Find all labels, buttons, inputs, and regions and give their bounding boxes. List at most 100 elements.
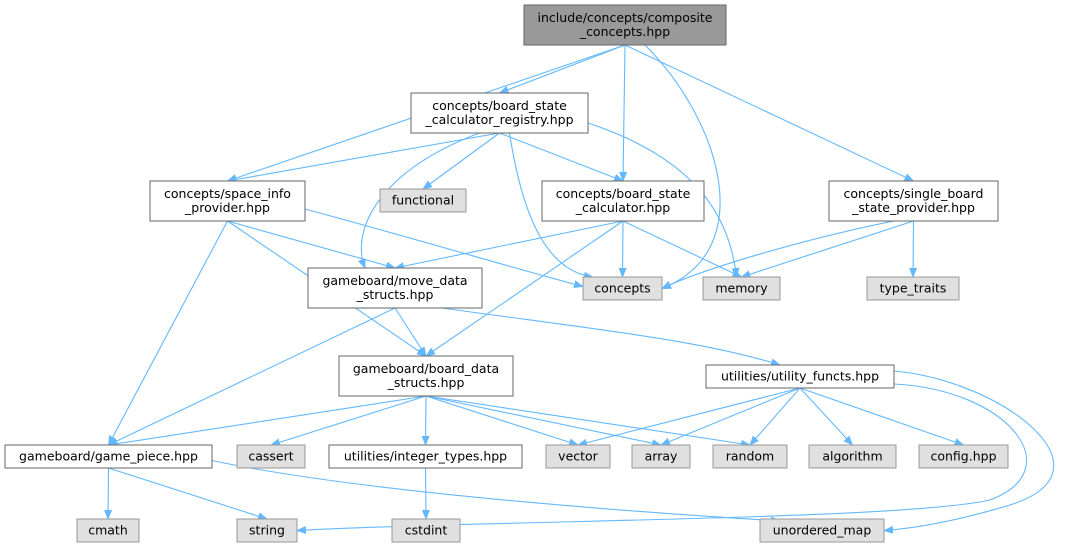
node-concepts-label-line-1: concepts <box>594 281 650 296</box>
node-bscr[interactable]: concepts/board_state_calculator_registry… <box>410 92 589 134</box>
node-bsc-label-line-1: concepts/board_state <box>556 186 691 201</box>
node-vector: vector <box>545 444 611 469</box>
node-mds-label-line-2: _structs.hpp <box>356 287 434 302</box>
edge-root-to-bscr <box>498 44 626 94</box>
edge-uf-to-string <box>296 383 1027 535</box>
node-cmath: cmath <box>76 518 140 543</box>
edge-root-to-sbsp <box>624 44 915 182</box>
node-type_traits-label-line-1: type_traits <box>880 281 947 296</box>
edge-mds-to-bds <box>394 307 427 357</box>
node-cassert-box <box>236 444 306 469</box>
node-bsc[interactable]: concepts/board_state_calculator.hpp <box>541 180 705 222</box>
node-gp[interactable]: gameboard/game_piece.hpp <box>4 444 213 469</box>
node-vector-box <box>545 444 611 469</box>
node-uf-label-line-1: utilities/utility_functs.hpp <box>721 369 879 384</box>
nodes-layer: include/concepts/composite_concepts.hppc… <box>4 4 1009 543</box>
node-gp-label-line-1: gameboard/game_piece.hpp <box>19 449 198 464</box>
node-cmath-label-line-1: cmath <box>88 523 128 538</box>
node-memory-box <box>702 276 781 301</box>
node-cmath-box <box>76 518 140 543</box>
edge-root-to-concepts <box>644 44 721 290</box>
edge-sbsp-to-type_traits <box>909 220 918 278</box>
edge-bsc-to-mds <box>394 220 624 271</box>
node-bscr-label-line-2: _calculator_registry.hpp <box>424 112 573 127</box>
node-bds[interactable]: gameboard/board_data_structs.hpp <box>338 355 514 397</box>
edge-sip-to-concepts <box>304 208 584 289</box>
node-sbsp[interactable]: concepts/single_board_state_provider.hpp <box>828 180 999 222</box>
node-bscr-label-line-1: concepts/board_state <box>432 98 567 113</box>
edge-bsc-to-memory <box>622 220 743 278</box>
edge-bscr-to-sip <box>226 132 500 184</box>
node-cstdint-label-line-1: cstdint <box>405 523 448 538</box>
node-array-label-line-1: array <box>645 449 678 464</box>
edge-bds-to-vector <box>425 395 579 447</box>
node-sip[interactable]: concepts/space_info_provider.hpp <box>149 180 306 222</box>
node-type_traits-box <box>866 276 960 301</box>
node-cstdint-box <box>391 518 461 543</box>
node-it[interactable]: utilities/integer_types.hpp <box>328 444 523 469</box>
edge-uf-to-vector <box>577 387 801 447</box>
edge-bsc-to-bds <box>425 220 624 357</box>
node-bds-label-line-1: gameboard/board_data <box>353 361 499 376</box>
node-uf[interactable]: utilities/utility_functs.hpp <box>705 364 895 389</box>
edge-sip-to-gp <box>108 220 228 446</box>
node-root-label-line-1: include/concepts/composite <box>538 10 713 25</box>
node-root[interactable]: include/concepts/composite_concepts.hpp <box>523 4 727 46</box>
node-sbsp-label-line-2: _state_provider.hpp <box>851 200 975 215</box>
edge-bsc-to-concepts <box>618 220 627 278</box>
node-bds-box <box>338 355 514 397</box>
node-algorithm-box <box>808 444 897 469</box>
edge-it-to-cstdint <box>421 467 430 520</box>
node-bscr-box <box>410 92 589 134</box>
node-bsc-box <box>541 180 705 222</box>
edge-bscr-to-bsc <box>499 132 624 182</box>
edge-uf-to-unordered_map <box>883 370 1055 534</box>
node-config: config.hpp <box>918 444 1009 469</box>
node-sip-label-line-2: _provider.hpp <box>184 200 270 215</box>
edge-sbsp-to-memory <box>740 220 914 279</box>
node-bds-label-line-2: _structs.hpp <box>387 375 465 390</box>
node-string-box <box>236 518 298 543</box>
node-bsc-label-line-2: _calculator.hpp <box>575 200 671 215</box>
edge-sip-to-mds <box>227 220 396 270</box>
node-unordered_map-label-line-1: unordered_map <box>773 523 872 538</box>
node-functional: functional <box>379 188 467 213</box>
edge-bds-to-it <box>421 395 430 446</box>
node-algorithm-label-line-1: algorithm <box>822 449 882 464</box>
node-algorithm: algorithm <box>808 444 897 469</box>
node-mds-box <box>307 267 483 309</box>
node-string-label-line-1: string <box>249 523 285 538</box>
node-string: string <box>236 518 298 543</box>
node-root-box <box>523 4 727 46</box>
node-vector-label-line-1: vector <box>558 449 599 464</box>
node-it-label-line-1: utilities/integer_types.hpp <box>344 449 507 464</box>
node-array-box <box>631 444 691 469</box>
edge-mds-to-uf <box>441 307 781 367</box>
edge-gp-to-string <box>108 467 268 521</box>
edge-gp-to-cmath <box>104 467 113 520</box>
edge-bscr-to-functional <box>422 132 500 190</box>
edge-sbsp-to-concepts <box>661 220 894 289</box>
node-cstdint: cstdint <box>391 518 461 543</box>
node-memory: memory <box>702 276 781 301</box>
node-sbsp-label-line-1: concepts/single_board <box>844 186 984 201</box>
node-mds-label-line-1: gameboard/move_data <box>322 273 467 288</box>
edge-gp-to-unordered_map <box>211 459 781 525</box>
node-type_traits: type_traits <box>866 276 960 301</box>
node-random: random <box>712 444 788 469</box>
node-random-box <box>712 444 788 469</box>
node-root-label-line-2: _concepts.hpp <box>579 24 670 39</box>
edge-bds-to-array <box>425 395 662 448</box>
node-cassert-label-line-1: cassert <box>248 449 293 464</box>
node-concepts-box <box>582 276 663 301</box>
node-sip-box <box>149 180 306 222</box>
node-sbsp-box <box>828 180 999 222</box>
edge-bds-to-gp <box>107 395 427 448</box>
edge-bds-to-random <box>425 395 751 448</box>
node-gp-box <box>4 444 213 469</box>
node-cassert: cassert <box>236 444 306 469</box>
node-mds[interactable]: gameboard/move_data_structs.hpp <box>307 267 483 309</box>
edge-uf-to-algorithm <box>799 387 854 446</box>
node-memory-label-line-1: memory <box>715 281 768 296</box>
